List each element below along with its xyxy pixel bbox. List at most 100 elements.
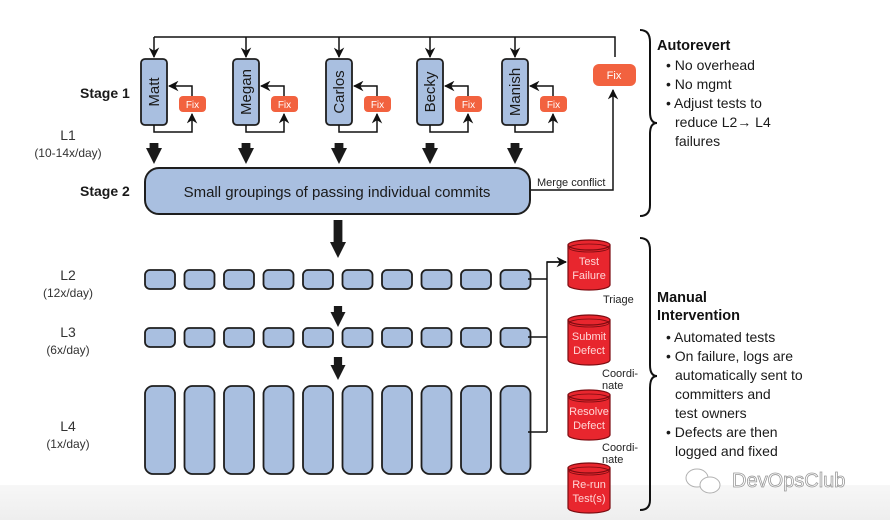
fat-down-arrow [507, 143, 523, 164]
committer-name: Becky [422, 71, 439, 112]
cylinder-label-1: Submit [572, 331, 606, 343]
level-l4-rate: (1x/day) [46, 437, 89, 451]
build-box [144, 269, 176, 290]
stage1-label: Stage 1 [80, 85, 130, 101]
failure-bus-line [528, 261, 566, 433]
build-box [262, 385, 295, 475]
stage2-label: Stage 2 [80, 183, 130, 199]
fix-loop-back [443, 80, 469, 96]
committer-name: Matt [146, 77, 163, 107]
manual-bullet-2-cont2: committers and [675, 386, 771, 402]
coordinate-label-1a: Coordi- [602, 368, 638, 380]
build-box [302, 385, 334, 475]
level-l3-name: L3 [60, 324, 76, 340]
coordinate-label-2b: nate [602, 454, 623, 466]
fix-box [364, 96, 391, 112]
fat-down-arrow [330, 220, 346, 258]
level-l1-name: L1 [60, 127, 76, 143]
committer-name: Manish [507, 68, 524, 116]
flow-arrows [146, 143, 523, 380]
fix-label: Fix [462, 100, 475, 111]
build-box [499, 269, 532, 290]
build-box [144, 385, 176, 475]
fat-down-arrow [238, 143, 254, 164]
fat-down-arrow [422, 143, 438, 164]
manual-bullet-2: • On failure, logs are [666, 348, 793, 364]
build-box [262, 327, 295, 348]
cylinder-label-2: Defect [573, 420, 605, 432]
build-box [420, 327, 453, 348]
build-box [381, 385, 413, 475]
build-box [420, 269, 453, 290]
build-box [302, 269, 334, 290]
fix-loop-back [528, 80, 554, 96]
build-box [302, 327, 334, 348]
autorevert-title: Autorevert [657, 38, 730, 54]
fix-label: Fix [547, 100, 560, 111]
fix-loop-up [429, 112, 474, 133]
coordinate-label-2a: Coordi- [602, 442, 638, 454]
defect-cylinders: TestFailureSubmitDefectResolveDefectRe-r… [567, 239, 611, 514]
level-l2-name: L2 [60, 267, 76, 283]
build-box [499, 385, 532, 475]
manual-bullet-3: • Defects are then [666, 424, 778, 440]
merge-conflict-label: Merge conflict [537, 177, 605, 189]
manual-bullet-2-cont1: automatically sent to [675, 367, 803, 383]
cylinder-label-1: Test [579, 256, 599, 268]
build-box [420, 385, 453, 475]
fat-down-arrow [330, 306, 346, 327]
fat-down-arrow [146, 143, 162, 164]
fix-loop-up [153, 112, 198, 133]
build-box [341, 269, 374, 290]
autorevert-bullet-3-cont: reduce L2→ L4 [675, 114, 771, 130]
build-box [381, 269, 413, 290]
autorevert-brace [639, 29, 658, 217]
level-l2-rate: (12x/day) [43, 286, 93, 300]
fix-box [179, 96, 206, 112]
build-box [183, 269, 216, 290]
manual-bullet-2-cont3: test owners [675, 405, 747, 421]
committer-name: Megan [238, 69, 255, 115]
merge-fix-box [593, 64, 636, 86]
fat-down-arrow [330, 357, 346, 380]
manual-bullet-1: • Automated tests [666, 329, 775, 345]
fix-loop-back [259, 80, 285, 96]
fat-down-arrow [331, 143, 347, 164]
build-box [223, 385, 255, 475]
autorevert-bullet-3-cont2: failures [675, 133, 720, 149]
build-box [499, 327, 532, 348]
committer-name: Carlos [331, 70, 348, 113]
cylinder-label-1: Re-run [572, 479, 606, 491]
build-box [144, 327, 176, 348]
row-l4 [144, 385, 532, 475]
build-box [341, 385, 374, 475]
build-box [381, 327, 413, 348]
build-box [341, 327, 374, 348]
cylinder-label-1: Resolve [569, 406, 609, 418]
triage-label: Triage [603, 294, 634, 306]
level-rows [144, 269, 532, 475]
manual-title-2: Intervention [657, 308, 740, 324]
build-box [223, 327, 255, 348]
manual-brace [639, 237, 658, 511]
autorevert-bullet-1: • No overhead [666, 57, 755, 73]
level-l1-rate: (10-14x/day) [34, 146, 101, 160]
fix-label: Fix [278, 100, 291, 111]
cylinder-label-2: Failure [572, 270, 606, 282]
merge-conflict-line [530, 88, 619, 191]
cylinder-label-2: Test(s) [573, 493, 606, 505]
merge-fix-label: Fix [607, 70, 622, 82]
build-box [183, 385, 216, 475]
row-l2 [144, 269, 532, 290]
build-box [460, 385, 492, 475]
fix-box [271, 96, 298, 112]
